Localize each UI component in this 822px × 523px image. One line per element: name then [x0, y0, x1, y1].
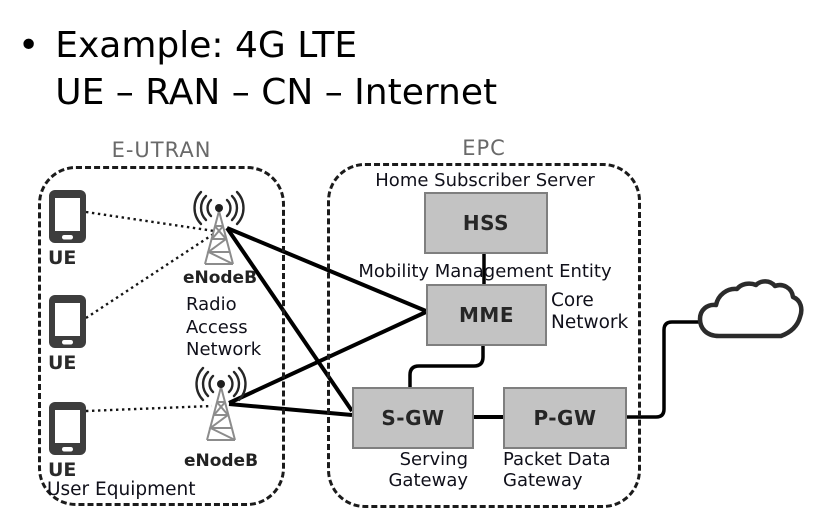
- ran-line-2: Access: [186, 316, 248, 338]
- pgw-caption: Packet Data Gateway: [503, 449, 643, 491]
- enodeb-top-label: eNodeB: [182, 268, 258, 288]
- epc-group-box: [327, 163, 641, 508]
- user-equipment-caption: User Equipment: [47, 479, 196, 500]
- ue1-label: UE: [48, 247, 77, 269]
- sgw-caption: Serving Gateway: [350, 449, 468, 491]
- eutran-group-label: E-UTRAN: [111, 138, 212, 162]
- sgw-caption-line-1: Serving: [399, 449, 468, 470]
- hss-node: HSS: [424, 192, 548, 254]
- sgw-node: S-GW: [352, 387, 474, 449]
- pgw-caption-line-1: Packet Data: [503, 449, 611, 470]
- ue2-label: UE: [48, 352, 77, 374]
- link-mme-sgw: [408, 342, 485, 387]
- title-text: Example: 4G LTE UE – RAN – CN – Internet: [55, 22, 497, 116]
- title-line2: UE – RAN – CN – Internet: [55, 72, 498, 113]
- link-enodeb-top-mme: [226, 226, 427, 313]
- core-network-caption: Core Network: [551, 290, 628, 334]
- bullet-icon: •: [18, 25, 40, 66]
- core-line-1: Core: [551, 290, 594, 311]
- sgw-caption-line-2: Gateway: [388, 470, 468, 491]
- title-line1: Example: 4G LTE: [55, 25, 358, 66]
- link-enodeb-top-sgw: [225, 226, 354, 413]
- ran-line-1: Radio: [186, 294, 237, 315]
- ue3-label: UE: [48, 459, 77, 481]
- slide-title: • Example: 4G LTE UE – RAN – CN – Intern…: [16, 22, 497, 116]
- ran-line-3: Network: [186, 339, 262, 360]
- link-ue2-enodeb-top: [85, 231, 216, 320]
- epc-group-label: EPC: [462, 136, 506, 160]
- pgw-caption-line-2: Gateway: [503, 470, 583, 491]
- hss-caption: Home Subscriber Server: [375, 170, 595, 191]
- mme-caption: Mobility Management Entity: [358, 261, 612, 282]
- link-enodeb-bottom-sgw: [228, 402, 353, 417]
- link-pgw-internet: [623, 320, 711, 419]
- enodeb-bottom-label: eNodeB: [183, 451, 259, 471]
- core-line-2: Network: [551, 312, 629, 333]
- radio-access-network-caption: Radio Access Network: [186, 294, 261, 362]
- internet-cloud-icon: [697, 279, 804, 339]
- pgw-node: P-GW: [503, 387, 627, 449]
- eutran-group-box: [38, 166, 285, 506]
- mme-node: MME: [426, 284, 547, 346]
